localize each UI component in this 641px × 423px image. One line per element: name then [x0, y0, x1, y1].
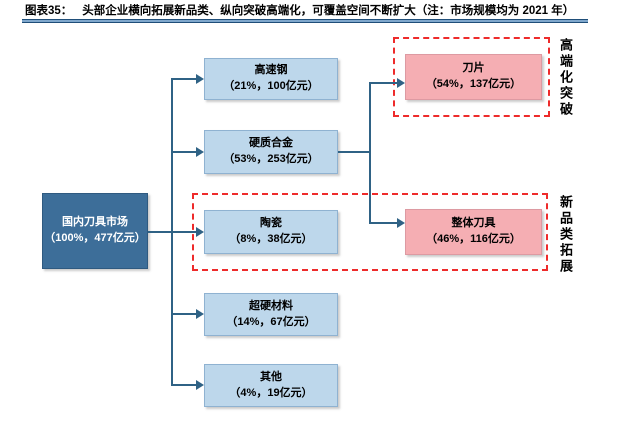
label-high-end-breakthrough: 高端化突破 — [558, 38, 573, 118]
arrow-right-icon — [196, 147, 204, 157]
label-new-category-expansion: 新品类拓展 — [558, 195, 573, 275]
arrow-right-icon — [196, 227, 204, 237]
arrow-right-icon — [397, 78, 405, 88]
node-value: （8%，38亿元） — [229, 233, 313, 245]
node-carbide: 硬质合金 （53%，253亿元） — [204, 130, 338, 174]
caption-divider — [22, 19, 588, 23]
arrow-right-icon — [196, 309, 204, 319]
node-name: 硬质合金 — [249, 137, 293, 150]
connector-line — [369, 222, 398, 224]
node-domestic-tool-market: 国内刀具市场 （100%，477亿元） — [42, 193, 148, 269]
node-solid-tool: 整体刀具 （46%，116亿元） — [405, 209, 542, 255]
node-name: 刀片 — [462, 62, 485, 75]
node-value: （53%，253亿元） — [223, 153, 319, 165]
node-insert-blade: 刀片 （54%，137亿元） — [405, 54, 542, 100]
connector-line — [171, 151, 197, 153]
node-other: 其他 （4%，19亿元） — [204, 364, 338, 407]
node-name: 陶瓷 — [260, 217, 282, 230]
figure-number: 图表35： — [25, 5, 73, 17]
connector-line — [171, 78, 197, 80]
arrow-right-icon — [397, 218, 405, 228]
node-name: 国内刀具市场 — [62, 216, 128, 229]
dashed-highlight-high-end — [393, 37, 550, 117]
connector-line — [338, 151, 370, 153]
figure-caption: 图表35： 头部企业横向拓展新品类、纵向突破高端化，可覆盖空间不断扩大（注：市场规… — [25, 2, 574, 18]
node-ceramic: 陶瓷 （8%，38亿元） — [204, 210, 338, 254]
connector-line — [369, 82, 398, 84]
node-name: 整体刀具 — [451, 217, 496, 230]
node-value: （100%，477亿元） — [44, 232, 146, 244]
connector-split-line — [369, 82, 371, 224]
node-name: 其他 — [260, 370, 282, 383]
connector-line — [171, 384, 197, 386]
connector-line — [148, 231, 197, 233]
node-name: 高速钢 — [254, 64, 288, 77]
arrow-right-icon — [196, 380, 204, 390]
connector-line — [171, 313, 197, 315]
node-high-speed-steel: 高速钢 （21%，100亿元） — [204, 58, 338, 100]
node-value: （14%，67亿元） — [226, 315, 316, 328]
node-value: （54%，137亿元） — [425, 78, 522, 90]
figure-title: 头部企业横向拓展新品类、纵向突破高端化，可覆盖空间不断扩大（注：市场规模均为 2… — [82, 5, 575, 17]
node-name: 超硬材料 — [249, 299, 293, 312]
node-value: （46%，116亿元） — [426, 233, 521, 245]
arrow-right-icon — [196, 74, 204, 84]
node-superhard-material: 超硬材料 （14%，67亿元） — [204, 293, 338, 336]
node-value: （21%，100亿元） — [223, 80, 319, 92]
node-value: （4%，19亿元） — [229, 386, 313, 399]
